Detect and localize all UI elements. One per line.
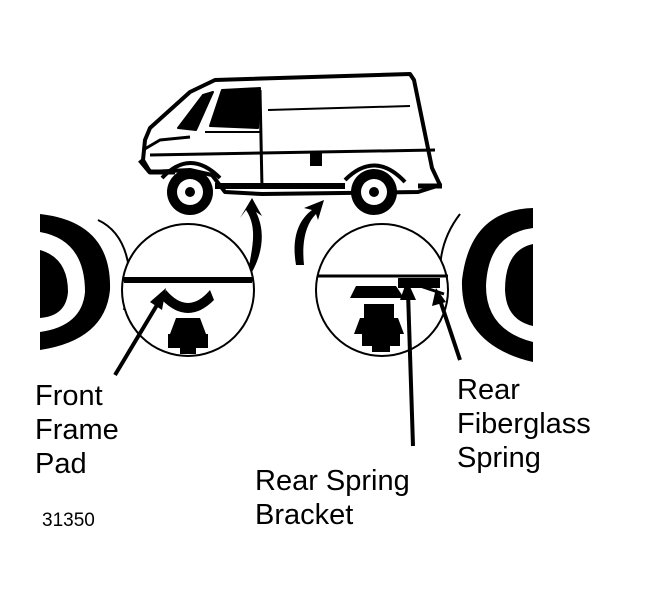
van-illustration — [138, 72, 442, 215]
left-tire-detail — [40, 214, 132, 350]
front-frame-pad-line-1: Front — [35, 380, 103, 412]
rear-spring-detail — [315, 223, 449, 357]
front-frame-pad-leader — [113, 288, 166, 377]
rear-fiberglass-spring-leader — [432, 288, 462, 361]
rear-fiberglass-spring-label: Rear Fiberglass Spring — [457, 373, 591, 475]
rear-spring-bracket-label: Rear Spring Bracket — [255, 464, 410, 532]
right-curved-arrow — [294, 200, 324, 265]
right-tire-detail — [439, 208, 533, 362]
rear-spring-bracket-line-1: Rear Spring — [255, 465, 410, 497]
figure-number: 31350 — [42, 510, 95, 531]
rear-fiberglass-spring-line-3: Spring — [457, 442, 541, 474]
rear-spring-bracket-line-2: Bracket — [255, 499, 354, 531]
side-window — [209, 87, 261, 129]
rear-fiberglass-spring-line-1: Rear — [457, 374, 520, 406]
front-frame-pad-detail — [121, 223, 255, 357]
front-frame-pad-line-3: Pad — [35, 448, 87, 480]
left-curved-arrow — [240, 198, 262, 272]
windshield — [177, 91, 214, 131]
front-frame-pad-line-2: Frame — [35, 414, 119, 446]
front-frame-pad-label: Front Frame Pad — [35, 379, 119, 481]
rear-spring-bracket-leader — [400, 280, 416, 447]
fuel-door — [310, 152, 322, 166]
rear-fiberglass-spring-line-2: Fiberglass — [457, 408, 591, 440]
